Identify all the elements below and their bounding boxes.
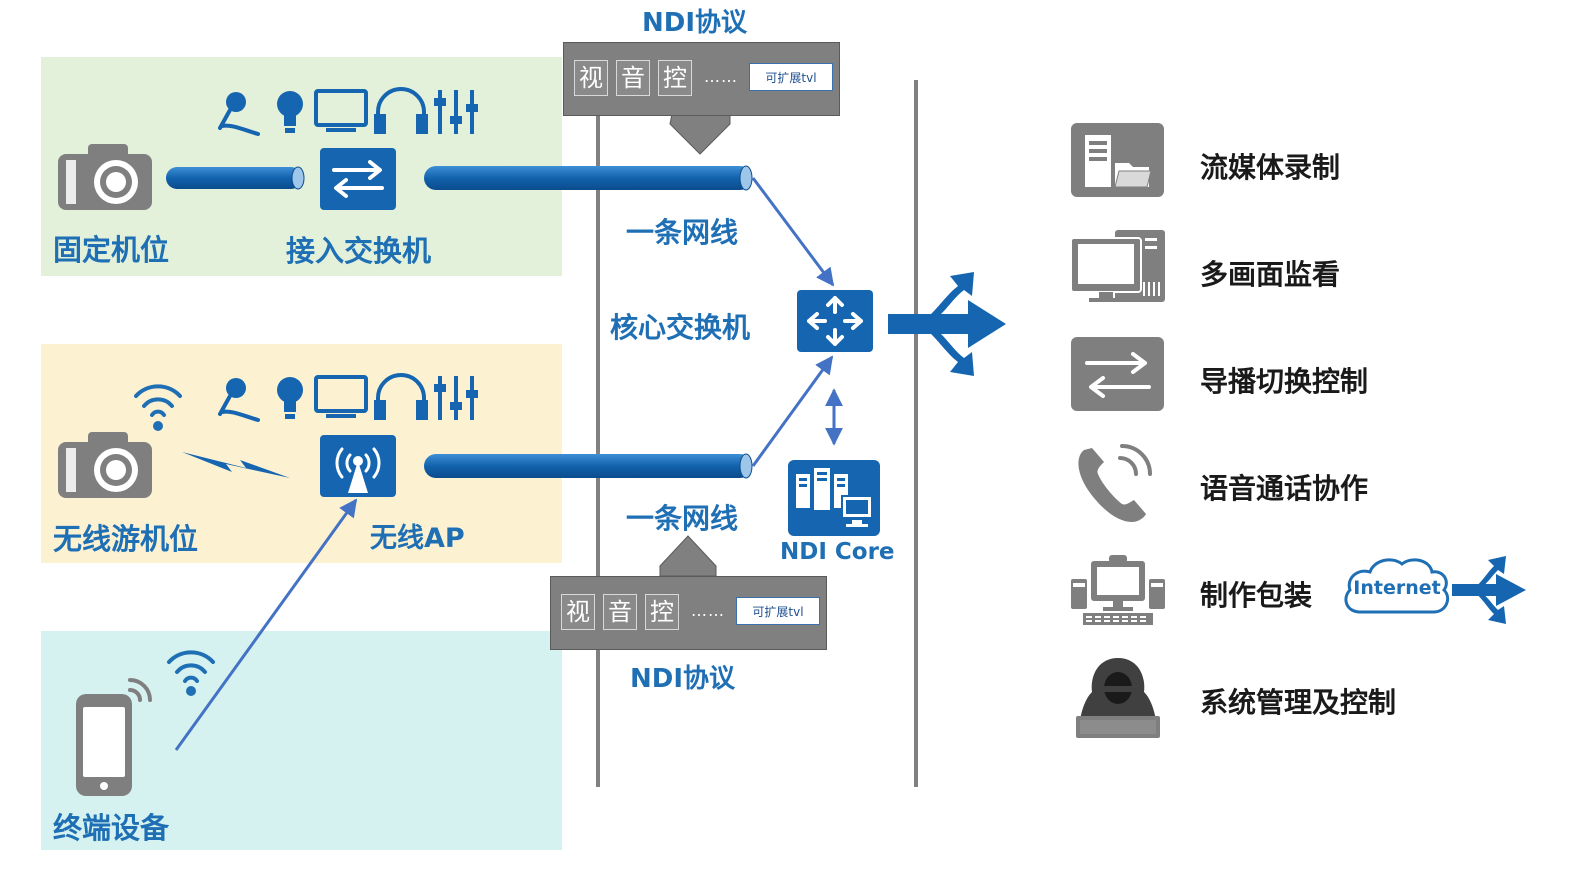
protocol-top-label: NDI协议 bbox=[642, 8, 748, 38]
terminal-device-label: 终端设备 bbox=[53, 811, 170, 845]
cable-bottom-label: 一条网线 bbox=[626, 502, 739, 535]
audio-chip: 音 bbox=[603, 594, 637, 630]
mixer-icon bbox=[434, 90, 478, 134]
wireless-ap-label: 无线AP bbox=[370, 523, 465, 554]
ndi-core-label: NDI Core bbox=[780, 539, 895, 565]
cable-top-network bbox=[424, 165, 753, 191]
access-switch-icon bbox=[320, 148, 396, 210]
av-icons-bottom bbox=[218, 373, 478, 422]
smartphone-icon bbox=[76, 694, 132, 796]
lightbulb-icon bbox=[277, 91, 303, 133]
service-label-monitoring: 多画面监看 bbox=[1200, 258, 1341, 291]
access-switch-label: 接入交换机 bbox=[286, 234, 432, 268]
arrow-terminal-to-ap bbox=[174, 498, 358, 751]
core-switch-label: 核心交换机 bbox=[610, 311, 751, 344]
signal-waves-icon bbox=[128, 678, 152, 702]
control-chip: 控 bbox=[658, 60, 692, 96]
av-icons-top bbox=[218, 87, 478, 136]
headphones-icon bbox=[374, 87, 428, 134]
headphones-icon bbox=[374, 373, 428, 420]
monitor-tower-icon bbox=[1070, 230, 1165, 302]
microphone-icon bbox=[218, 378, 260, 422]
wireless-camera-icon bbox=[58, 432, 152, 498]
camera-icon bbox=[58, 144, 152, 210]
video-chip: 视 bbox=[574, 60, 608, 96]
extensible-box: 可扩展tvl bbox=[736, 597, 820, 625]
cable-top-label: 一条网线 bbox=[626, 216, 739, 249]
protocol-top-arrow bbox=[669, 113, 731, 155]
wireless-signal-bolt-icon bbox=[182, 452, 290, 478]
wireless-camera-label: 无线游机位 bbox=[53, 522, 199, 556]
display-icon bbox=[314, 375, 368, 418]
protocol-bottom-label: NDI协议 bbox=[630, 664, 736, 694]
cable-camera-to-switch bbox=[166, 166, 305, 190]
protocol-box-bottom: 视 音 控 …… 可扩展tvl bbox=[550, 576, 827, 650]
arrow-bottom-cable-to-core bbox=[751, 355, 834, 467]
service-label-packaging: 制作包装 bbox=[1200, 579, 1313, 612]
control-chip: 控 bbox=[645, 594, 679, 630]
protocol-box-top: 视 音 控 …… 可扩展tvl bbox=[563, 42, 840, 116]
service-label-switching: 导播切换控制 bbox=[1200, 365, 1369, 398]
mixer-icon bbox=[434, 376, 478, 420]
fixed-camera-label: 固定机位 bbox=[53, 233, 170, 267]
internet-label: Internet bbox=[1353, 577, 1440, 599]
internet-cloud-icon: Internet bbox=[1344, 558, 1450, 614]
arrow-top-cable-to-core bbox=[751, 177, 835, 287]
server-folder-icon bbox=[1071, 123, 1164, 197]
service-label-management: 系统管理及控制 bbox=[1200, 686, 1397, 719]
extensible-box: 可扩展tvl bbox=[749, 63, 833, 91]
video-chip: 视 bbox=[561, 594, 595, 630]
protocol-bottom-arrow bbox=[659, 535, 717, 577]
core-switch-icon bbox=[797, 290, 873, 352]
audio-chip: 音 bbox=[616, 60, 650, 96]
distribution-arrow-icon bbox=[888, 272, 1006, 376]
display-icon bbox=[314, 89, 368, 132]
workstation-icon bbox=[1071, 555, 1165, 625]
service-label-recording: 流媒体录制 bbox=[1200, 151, 1341, 184]
ellipsis: …… bbox=[691, 601, 725, 620]
switch-arrows-icon bbox=[1071, 337, 1164, 411]
microphone-icon bbox=[218, 92, 260, 136]
wireless-ap-icon bbox=[320, 435, 396, 497]
ellipsis: …… bbox=[704, 67, 738, 86]
service-label-voice: 语音通话协作 bbox=[1200, 472, 1369, 505]
cable-bottom-network bbox=[424, 453, 753, 479]
wifi-icon-terminal bbox=[167, 650, 215, 696]
phone-call-icon bbox=[1078, 444, 1152, 522]
internet-distribution-arrow-icon bbox=[1452, 556, 1526, 624]
operator-icon bbox=[1076, 658, 1160, 738]
ndi-core-server-icon bbox=[788, 460, 880, 536]
wifi-icon-camera bbox=[134, 384, 182, 431]
lightbulb-icon bbox=[277, 377, 303, 419]
